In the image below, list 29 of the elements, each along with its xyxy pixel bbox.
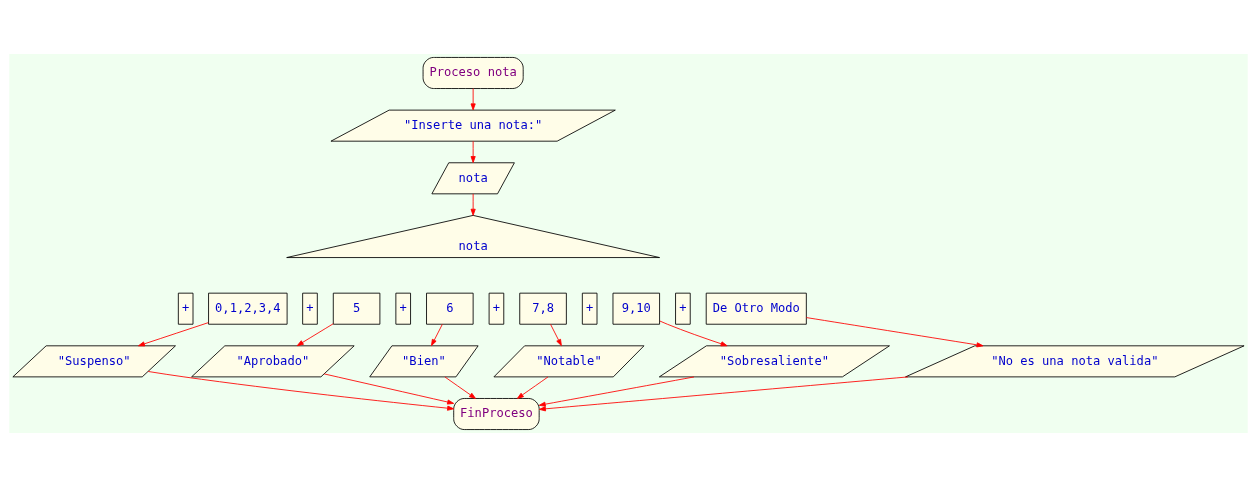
arrow [550,323,562,346]
node-box: 6 [426,292,474,325]
label: + [306,300,314,315]
arrow [659,320,728,346]
arrow [323,372,455,405]
node-box: 5 [332,292,381,325]
arrow [538,376,909,411]
arrow [470,140,476,163]
label: + [182,300,190,315]
arrow [516,376,549,399]
arrow [296,322,334,346]
arrow [138,321,209,346]
node-box: 9,10 [612,292,660,325]
label: + [492,300,501,315]
node-box: 0,1,2,3,4 [208,292,288,325]
node-box: De Otro Modo [705,292,807,325]
label: + [399,300,407,315]
arrow [431,323,443,346]
arrow [805,316,984,347]
label: + [586,300,594,315]
node-box: FinProceso [453,397,540,430]
node-box: Proceso nota [422,56,524,89]
arrow [538,376,695,407]
arrow [444,376,476,399]
node-box: 7,8 [519,292,567,325]
arrow [147,370,455,411]
label: + [679,300,687,315]
arrow [470,192,476,216]
arrow [470,87,476,110]
